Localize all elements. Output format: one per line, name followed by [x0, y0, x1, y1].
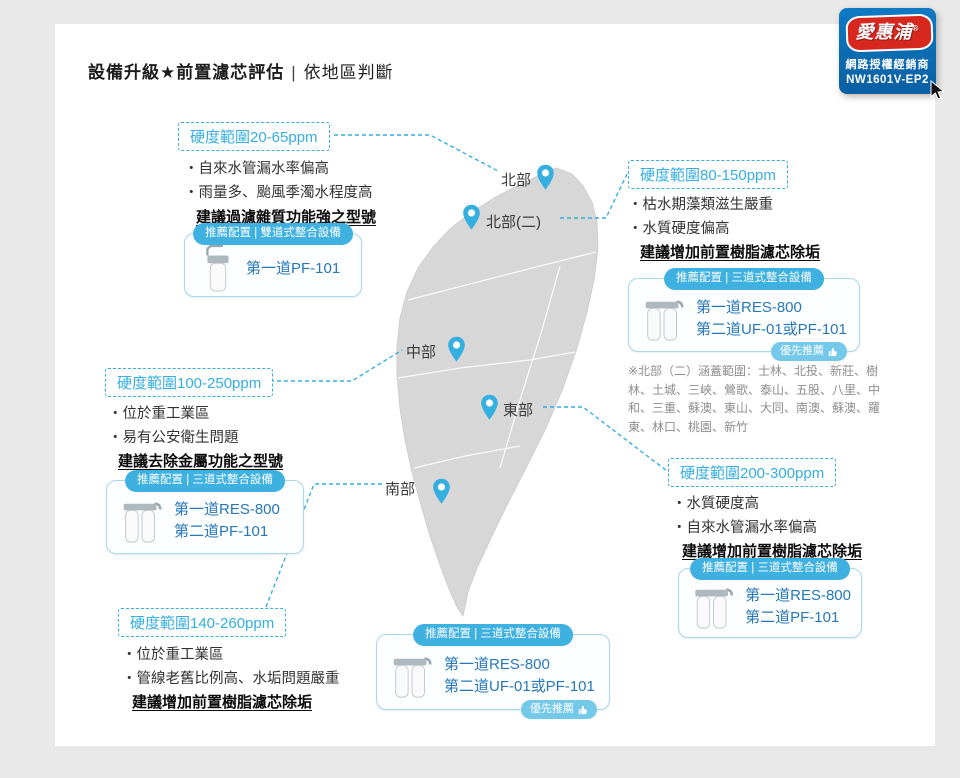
- bullet-central-2: ・易有公安衛生問題: [108, 430, 239, 446]
- page-title-sub: 依地區判斷: [303, 63, 394, 82]
- bullet-east-1: ・水質硬度高: [672, 496, 759, 512]
- filter-product-icon: [393, 657, 432, 698]
- priority-badge-label: 優先推薦: [780, 345, 824, 357]
- recommendation-east: 建議增加前置樹脂濾芯除垢: [682, 543, 863, 560]
- recommendation-south: 建議增加前置樹脂濾芯除垢: [132, 694, 313, 711]
- hardness-range-north: 硬度範圍20-65ppm: [178, 122, 330, 151]
- page-title: 設備升級★前置濾芯評估 | 依地區判斷: [88, 58, 394, 83]
- pin-label-north: 北部: [501, 172, 532, 189]
- product-line-2: 第二道PF-101: [745, 609, 840, 626]
- config-card-north: 推薦配置 | 雙道式整合設備 第一道PF-101: [184, 223, 362, 297]
- config-card-east-header: 推薦配置 | 三道式整合設備: [690, 558, 850, 580]
- bullet-north2-1: ・枯水期藻類滋生嚴重: [628, 197, 773, 213]
- page-title-separator: |: [291, 63, 297, 82]
- bullet-north-2: ・雨量多、颱風季濁水程度高: [184, 185, 373, 201]
- product-line-2: 第二道PF-101: [174, 523, 269, 540]
- pin-label-east: 東部: [503, 402, 534, 419]
- filter-product-icon: [123, 502, 162, 543]
- north2-coverage-note: ※北部（二）涵蓋範圍：士林、北投、新莊、樹林、土城、三峽、鶯歌、泰山、五股、八里…: [628, 364, 881, 434]
- priority-badge-label: 優先推薦: [530, 703, 574, 715]
- hardness-range-south: 硬度範圍140-260ppm: [118, 608, 287, 637]
- bullet-south-1: ・位於重工業區: [122, 647, 224, 663]
- config-card-south-header: 推薦配置 | 三道式整合設備: [413, 624, 573, 646]
- bullet-east-2: ・自來水管漏水率偏高: [672, 520, 817, 536]
- brand-logo: 愛惠浦®: [839, 18, 936, 44]
- bullet-north-1: ・自來水管漏水率偏高: [184, 161, 329, 177]
- product-line-1: 第一道RES-800: [745, 586, 851, 604]
- product-line-1: 第一道PF-101: [246, 259, 341, 277]
- product-line-1: 第一道RES-800: [444, 655, 550, 673]
- bullet-south-2: ・管線老舊比例高、水垢問題嚴重: [122, 671, 340, 687]
- filter-product-icon: [645, 300, 684, 341]
- pin-label-north2: 北部(二): [486, 214, 541, 231]
- pin-label-central: 中部: [406, 344, 437, 361]
- recommendation-north2: 建議增加前置樹脂濾芯除垢: [640, 244, 821, 261]
- product-line-1: 第一道RES-800: [696, 298, 802, 316]
- config-card-north2-header: 推薦配置 | 三道式整合設備: [664, 268, 824, 290]
- hardness-range-central: 硬度範圍100-250ppm: [105, 368, 274, 397]
- hardness-range-north2: 硬度範圍80-150ppm: [628, 160, 788, 189]
- product-line-2: 第二道UF-01或PF-101: [444, 678, 595, 695]
- priority-badge: 優先推薦: [521, 700, 597, 719]
- hardness-range-east: 硬度範圍200-300ppm: [668, 458, 837, 487]
- dealer-badge: 愛惠浦® 網路授權經銷商 NW1601V-EP2: [839, 8, 936, 94]
- config-card-central: 推薦配置 | 三道式整合設備 第一道RES-800 第二道PF-101: [106, 470, 304, 554]
- dealer-badge-line1: 網路授權經銷商: [845, 59, 930, 71]
- config-card-north-header: 推薦配置 | 雙道式整合設備: [193, 223, 353, 245]
- brand-logo-text: 愛惠浦: [855, 22, 913, 42]
- pin-label-south: 南部: [385, 481, 416, 498]
- config-card-central-header: 推薦配置 | 三道式整合設備: [125, 470, 285, 492]
- product-line-2: 第二道UF-01或PF-101: [696, 321, 847, 338]
- registered-mark: ®: [912, 24, 920, 33]
- recommendation-central: 建議去除金屬功能之型號: [118, 453, 284, 470]
- config-card-east: 推薦配置 | 三道式整合設備 第一道RES-800 第二道PF-101: [678, 558, 862, 638]
- thumbs-up-icon: [578, 705, 587, 714]
- filter-product-icon: [206, 244, 229, 292]
- page-title-main: 設備升級★前置濾芯評估: [88, 63, 285, 82]
- bullet-central-1: ・位於重工業區: [108, 406, 210, 422]
- filter-product-icon: [695, 588, 734, 629]
- bullet-north2-2: ・水質硬度偏高: [628, 221, 730, 237]
- recommendation-north: 建議過濾雜質功能強之型號: [196, 209, 377, 226]
- config-card-south: 推薦配置 | 三道式整合設備 第一道RES-800 第二道UF-01或PF-10…: [376, 624, 610, 719]
- product-line-1: 第一道RES-800: [174, 500, 280, 518]
- priority-badge: 優先推薦: [771, 342, 847, 361]
- dealer-badge-code: NW1601V-EP2: [846, 74, 929, 86]
- mouse-cursor: [930, 80, 945, 100]
- thumbs-up-icon: [828, 347, 837, 356]
- config-card-north2: 推薦配置 | 三道式整合設備 第一道RES-800 第二道UF-01或PF-10…: [628, 268, 860, 361]
